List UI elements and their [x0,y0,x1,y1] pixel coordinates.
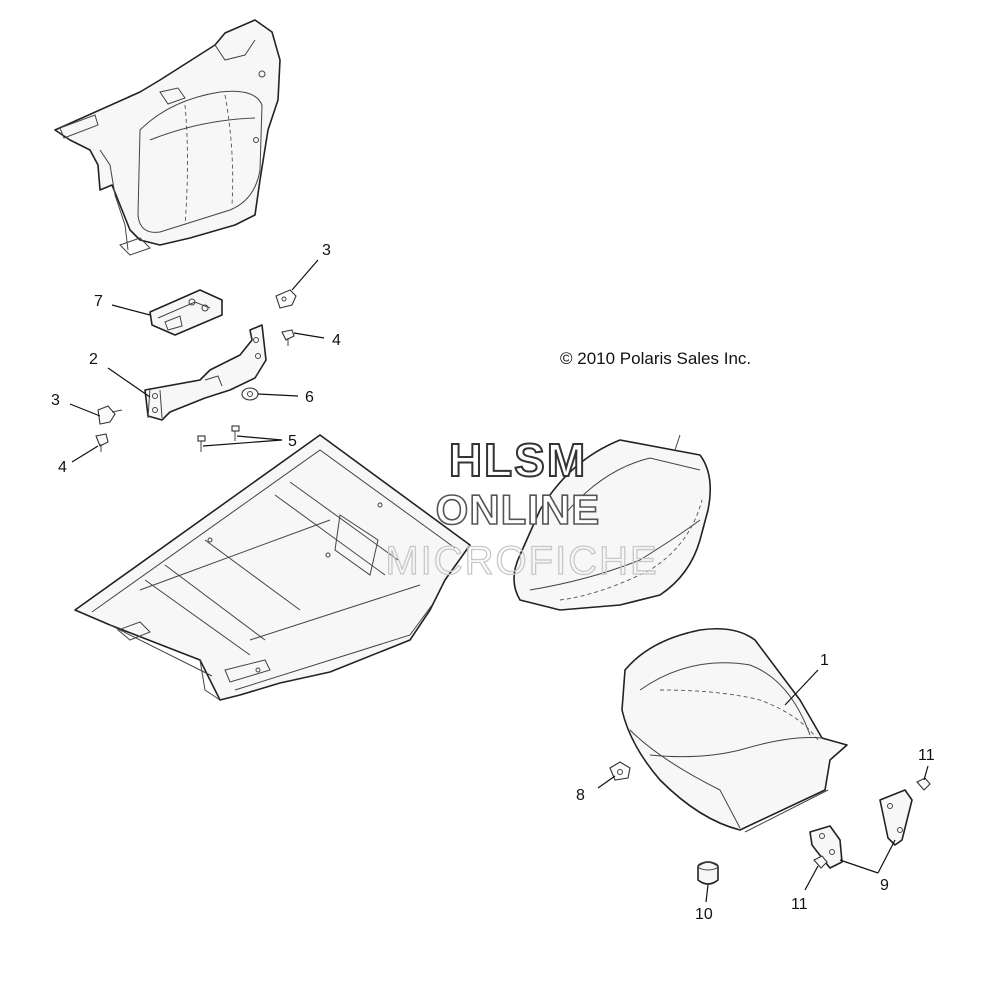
part-10-grommet [697,861,719,885]
seat-base-frame [74,434,471,701]
rear-seat-cushion [513,434,711,611]
copyright-text: © 2010 Polaris Sales Inc. [560,349,751,368]
rear-backrest-assembly [54,19,281,256]
watermark-line-1: HLSM [449,434,587,486]
callout-1: 1 [820,652,829,669]
leader-lines [69,259,929,903]
part-7-latch [149,289,223,336]
hardware-left [95,405,240,452]
callout-5: 5 [288,433,297,450]
part-8-clip [609,761,631,781]
watermark-line-2: ONLINE [436,486,601,533]
callout-3-upper: 3 [322,242,331,259]
callout-10: 10 [695,906,713,923]
callout-8: 8 [576,787,585,804]
part-1-front-seat [621,627,848,833]
callouts: 7 2 3 4 6 3 4 5 1 8 11 9 10 11 [51,242,935,923]
callout-9: 9 [880,877,889,894]
callout-11-right: 11 [918,747,935,764]
watermark-line-3: MICROFICHE [385,539,658,583]
callout-11-bottom: 11 [791,896,808,913]
part-11-nuts [813,777,931,869]
callout-4-left: 4 [58,459,67,476]
hardware-upper [241,289,297,401]
callout-7: 7 [94,293,103,310]
callout-3-left: 3 [51,392,60,409]
callout-4-upper: 4 [332,332,341,349]
part-2-bracket [144,324,267,421]
callout-2: 2 [89,351,98,368]
callout-6: 6 [305,389,314,406]
watermark: HLSM ONLINE MICROFICHE [385,433,658,584]
part-9-brackets [809,789,913,869]
